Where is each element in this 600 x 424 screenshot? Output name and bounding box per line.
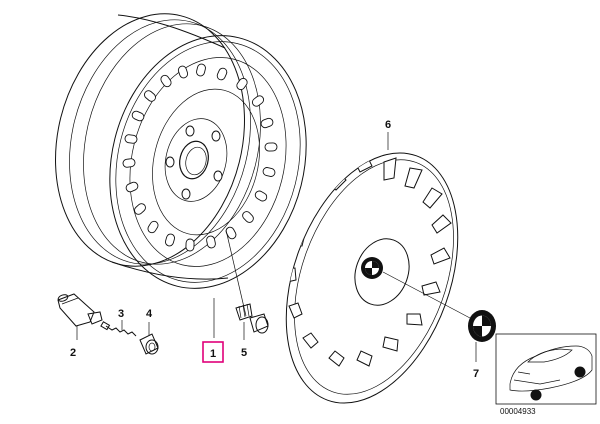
- emblem[interactable]: [468, 310, 496, 342]
- valve-cap[interactable]: [139, 333, 159, 355]
- steel-wheel[interactable]: [30, 0, 332, 309]
- valve-stem[interactable]: [57, 293, 103, 327]
- callout-valve-core[interactable]: 3: [118, 308, 124, 320]
- callout-valve-stem[interactable]: 2: [70, 347, 76, 359]
- wheel-rim-front: [109, 35, 307, 289]
- wheel-disc-inner: [152, 88, 260, 236]
- hubcap-roundel-icon: [361, 257, 383, 279]
- wheel-bolt[interactable]: [235, 303, 269, 334]
- reference-number: 00004933: [500, 407, 536, 416]
- wheel-center-bore-inner: [185, 146, 207, 176]
- callout-valve-cap[interactable]: 4: [146, 308, 153, 320]
- wheel-hub-ring: [164, 118, 228, 202]
- wheel-rim-groove-2: [83, 23, 261, 265]
- hubcap[interactable]: [254, 129, 490, 424]
- callout-wheel-bolt[interactable]: 5: [241, 347, 247, 359]
- hubcap-inner-edge: [294, 159, 454, 395]
- valve-core[interactable]: [100, 321, 137, 337]
- callout-hubcap[interactable]: 6: [385, 119, 391, 131]
- leader-bolt-axis: [225, 229, 247, 317]
- emblem-roundel-icon: [473, 315, 491, 337]
- wheel-bolt-holes: [165, 125, 223, 200]
- car-thumbnail: 00004933: [495, 333, 597, 416]
- callout-wheel[interactable]: 1: [210, 348, 216, 360]
- hubcap-center-plate: [354, 238, 410, 306]
- callout-emblem[interactable]: 7: [473, 368, 479, 380]
- wheel-disc-face: [129, 57, 287, 267]
- wheel-center-bore: [179, 140, 209, 180]
- wheel-rim-groove-1: [69, 19, 251, 265]
- car-wheel-rear-marker: [574, 366, 586, 378]
- highlight-box-wheel: [202, 341, 224, 363]
- wheel-vent-slots: [122, 63, 278, 252]
- car-icon: [509, 345, 593, 392]
- car-wheel-front-marker: [530, 389, 542, 401]
- wheel-rim-front-inner: [115, 41, 301, 283]
- leader-emblem-axis: [382, 271, 471, 319]
